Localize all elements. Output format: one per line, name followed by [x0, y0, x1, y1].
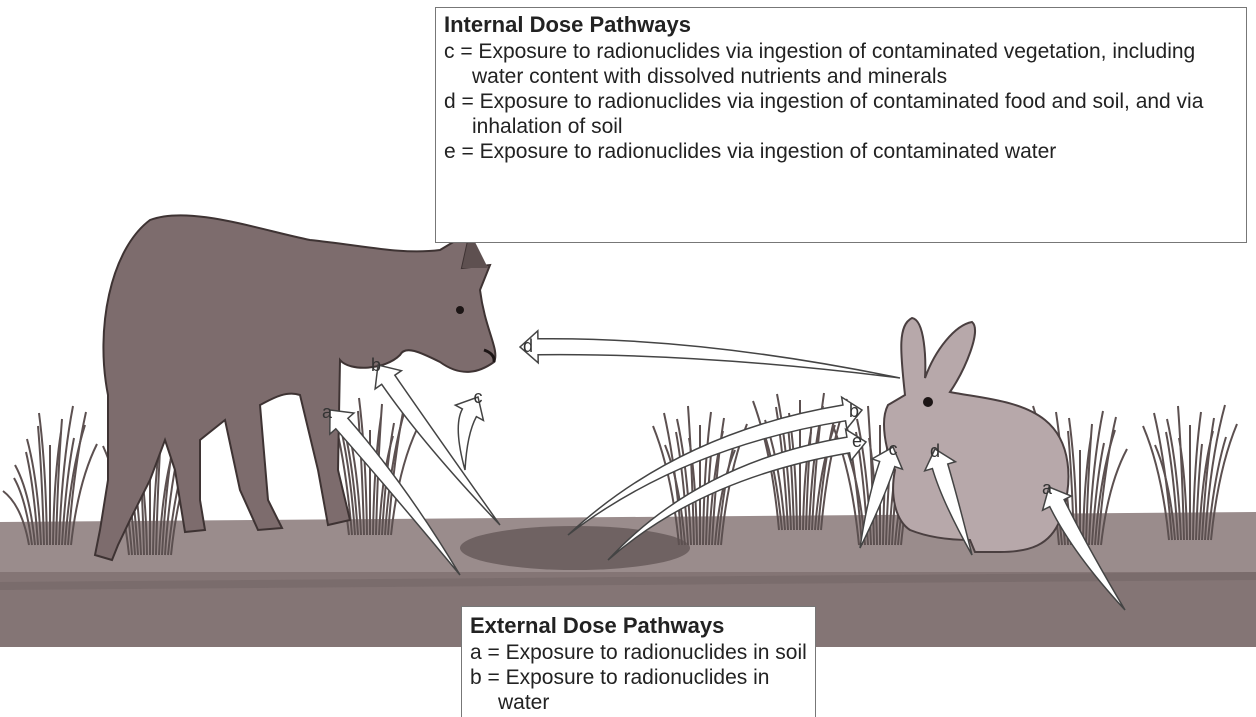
external-dose-legend: External Dose Pathways a = Exposure to r…: [461, 606, 816, 717]
arrow-rabbit-b: [568, 397, 862, 535]
external-pathway-a: a = Exposure to radionuclides in soil: [470, 640, 815, 665]
arrow-label-rabbit-e: e: [852, 431, 862, 451]
arrow-label-rabbit-c: c: [889, 439, 898, 459]
arrow-label-rabbit-to-wolf-d: d: [523, 336, 533, 356]
arrow-rabbit-to-wolf-d: [520, 331, 900, 378]
rabbit: [884, 318, 1068, 552]
internal-pathway-d: d = Exposure to radionuclides via ingest…: [444, 89, 1246, 139]
arrow-label-wolf-b: b: [371, 355, 381, 375]
water-puddle: [460, 526, 690, 570]
arrow-wolf-c: [455, 397, 483, 470]
arrow-label-wolf-c: c: [474, 387, 483, 407]
arrow-label-wolf-a: a: [322, 402, 333, 422]
arrow-label-rabbit-d: d: [930, 441, 940, 461]
internal-pathway-c: c = Exposure to radionuclides via ingest…: [444, 39, 1246, 89]
external-pathway-b: b = Exposure to radionuclides in water: [470, 665, 815, 715]
internal-dose-legend: Internal Dose Pathways c = Exposure to r…: [435, 7, 1247, 243]
arrow-label-rabbit-a: a: [1042, 478, 1053, 498]
internal-pathway-e: e = Exposure to radionuclides via ingest…: [444, 139, 1246, 164]
arrow-label-rabbit-b: b: [849, 401, 859, 421]
external-dose-title: External Dose Pathways: [470, 613, 815, 638]
internal-dose-title: Internal Dose Pathways: [444, 12, 1246, 37]
